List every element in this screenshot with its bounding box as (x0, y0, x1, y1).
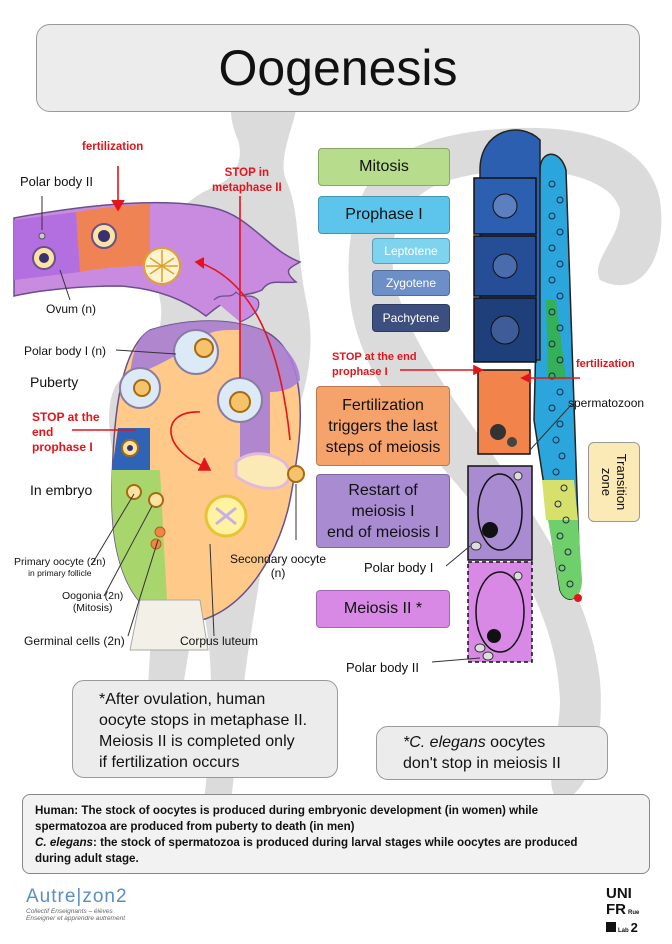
spermatheca-region (477, 369, 531, 455)
stop-prophase-worm-line-1: STOP at the end (332, 351, 417, 363)
stop-metaphase-label: STOP in metaphase II (212, 166, 282, 196)
polar-body-1-label-worm: Polar body I (364, 560, 434, 575)
in-embryo-label: In embryo (30, 482, 93, 498)
fertilization-label-human: fertilization (82, 141, 144, 153)
primary-follicle-text: in primary follicle (28, 568, 92, 578)
fertilization-triggers-line-2: triggers the last (328, 417, 438, 435)
ovary-purple (130, 321, 300, 470)
polar-body-2-label-worm: Polar body II (346, 660, 419, 675)
summary-species: C. elegans (35, 836, 93, 849)
autrezone-logo-sub-1: Collectif Enseignants – élèves (26, 908, 113, 915)
stage-mitosis: Mitosis (318, 148, 450, 186)
unifr-logo-side: Rue (628, 910, 640, 916)
summary-line-1: Human: The stock of oocytes is produced … (35, 804, 539, 817)
unifr-logo-num: 2 (630, 920, 638, 935)
summary-line-4: during adult stage. (35, 852, 139, 865)
stop-metaphase-line-1: STOP in (224, 167, 269, 179)
stop-prophase-worm-line-2: prophase I (332, 366, 388, 378)
transition-line-2: zone (599, 467, 614, 497)
germinal-cells-label: Germinal cells (2n) (24, 634, 125, 648)
primary-oocyte-label: Primary oocyte (2n) in primary follicle (14, 556, 106, 578)
oogonia-mitosis-text: (Mitosis) (72, 602, 113, 614)
primary-oocyte-text: Primary oocyte (2n) (14, 556, 106, 568)
note-celegans-line-1: *C. elegans oocytes (403, 732, 607, 753)
fertilization-triggers-line-3: steps of meiosis (325, 438, 441, 456)
transition-zone-box: Transition zone (588, 442, 640, 522)
stop-prophase-human-line-1: STOP at the (32, 410, 100, 424)
restart-line-1: Restart of (348, 481, 418, 499)
unifr-logo-lab: Lab (618, 928, 629, 934)
corpus-luteum-label: Corpus luteum (180, 634, 259, 648)
fertilization-label-worm: fertilization (576, 358, 635, 370)
fertilization-triggers-line-1: Fertilization (342, 396, 424, 414)
note-celegans-species: *C. elegans (403, 734, 486, 751)
gonad-lower-green (548, 520, 582, 600)
stage-prophase-1: Prophase I (318, 196, 450, 234)
note-celegans: *C. elegans oocytes don't stop in meiosi… (376, 726, 608, 780)
autrezone-logo-name: Autre|zon2 (26, 886, 128, 907)
summary-line-2: spermatozoa are produced from puberty to… (35, 820, 355, 833)
black-pointer-lines (41, 196, 297, 637)
puberty-label: Puberty (30, 374, 79, 390)
stop-metaphase-line-2: metaphase II (212, 182, 282, 194)
unifr-logo-line-1: UNI (606, 885, 632, 902)
stage-fertilization-triggers: Fertilization triggers the last steps of… (316, 386, 450, 466)
stop-prophase-human-line-2: end (32, 425, 54, 439)
page-title: Oogenesis (36, 24, 640, 112)
autrezone-logo-sub-2: Enseigner et apprendre autrement (26, 915, 126, 922)
note-celegans-rest: oocytes (485, 734, 546, 751)
summary-line-3: C. elegans: the stock of spermatozoa is … (35, 835, 637, 851)
stage-pachytene: Pachytene (372, 304, 450, 332)
oviduct-purple-left (14, 212, 80, 280)
stage-zygotene: Zygotene (372, 270, 450, 296)
polar-body-1-label-human: Polar body I (n) (24, 344, 107, 358)
gonad-green-section (546, 300, 566, 380)
stage-meiosis-2: Meiosis II * (316, 590, 450, 628)
secondary-oocyte-text: Secondary oocyte (230, 552, 327, 566)
secondary-oocyte-label: Secondary oocyte (n) (230, 552, 326, 580)
summary-box: Human: The stock of oocytes is produced … (22, 794, 650, 874)
note-celegans-line-2: don't stop in meiosis II (403, 755, 561, 772)
restart-line-2: meiosis I (351, 502, 415, 520)
transition-line-1: Transition (614, 453, 629, 511)
cells (32, 223, 305, 550)
ovum-label: Ovum (n) (46, 302, 97, 316)
gonad-yellow-section (542, 480, 578, 520)
stop-prophase-label-worm: STOP at the end prophase I (332, 350, 417, 380)
oogonia-label: Oogonia (2n) (Mitosis) (62, 590, 123, 614)
polar-body-2-label-human: Polar body II (20, 174, 93, 189)
note-human-line-3: Meiosis II is completed only (99, 733, 295, 750)
summary-line-3-rest: : the stock of spermatozoa is produced d… (93, 836, 578, 849)
note-human-line-2: oocyte stops in metaphase II. (99, 712, 308, 729)
restart-line-3: end of meiosis I (326, 523, 440, 541)
stop-prophase-human-line-3: prophase I (32, 440, 93, 454)
stage-restart-meiosis: Restart of meiosis I end of meiosis I (316, 474, 450, 548)
note-human-line-1: *After ovulation, human (99, 691, 266, 708)
ovary-stem (129, 599, 209, 651)
transition-zone-text: Transition zone (599, 443, 629, 521)
spermatozoon-label: spermatozoon (568, 396, 645, 410)
oogonia-text: Oogonia (2n) (62, 590, 124, 602)
autrezone-logo: Autre|zon2 Collectif Enseignants – élève… (26, 886, 128, 922)
stop-prophase-label-human: STOP at the end prophase I (32, 410, 100, 455)
red-arrows (72, 166, 291, 471)
note-human-line-4: if fertilization occurs (99, 754, 240, 771)
stage-leptotene: Leptotene (372, 238, 450, 264)
unifr-logo-fr: FR (606, 901, 626, 918)
note-human: *After ovulation, human oocyte stops in … (72, 680, 338, 778)
gonad-nuclei (548, 180, 574, 588)
secondary-oocyte-ploidy: (n) (270, 566, 286, 580)
worm-silhouette (348, 127, 662, 800)
